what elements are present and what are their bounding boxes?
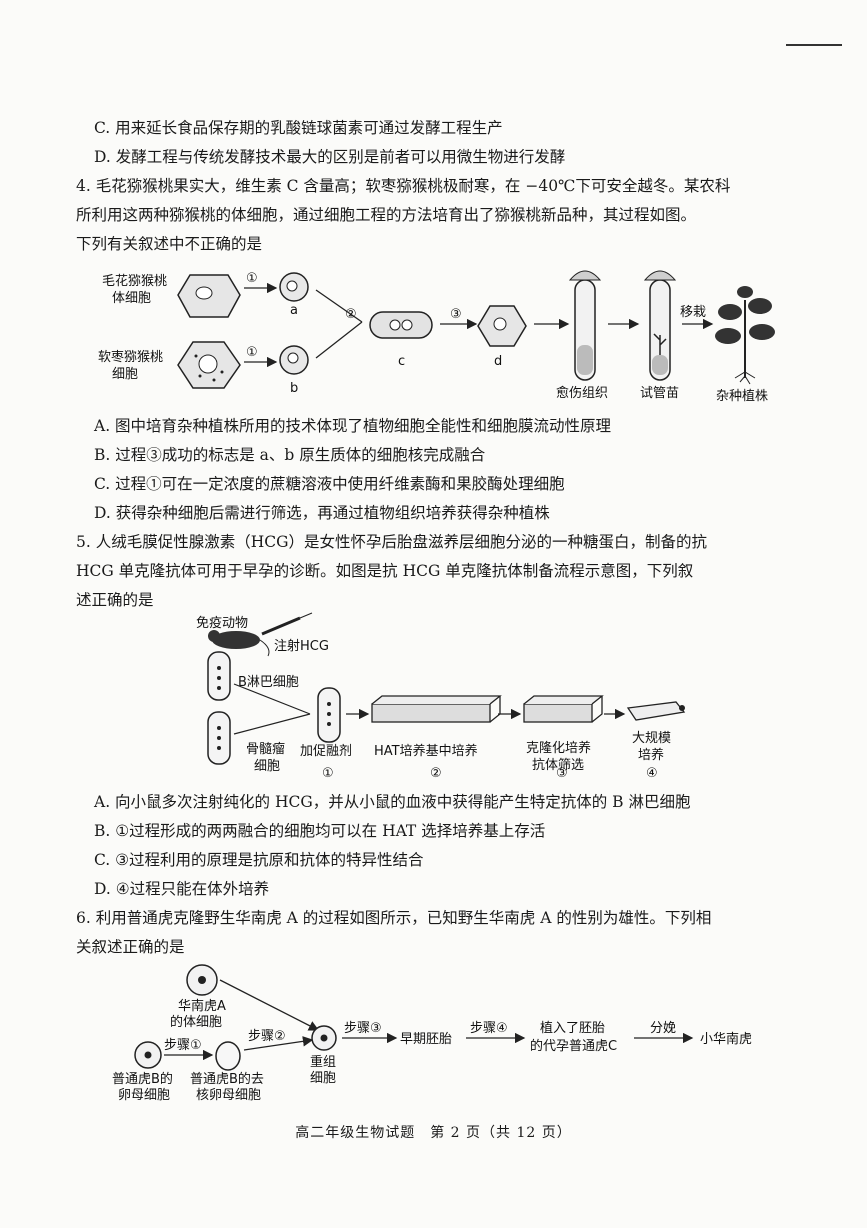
- q6-embryo-label: 早期胚胎: [400, 1032, 452, 1047]
- q4-cell2-label-1: 软枣猕猴桃: [98, 350, 163, 365]
- q6-step4: 步骤④: [470, 1021, 508, 1036]
- q4-label-d: d: [494, 354, 502, 369]
- q5-step1: ①: [322, 766, 334, 781]
- q5-option-a: A. 向小鼠多次注射纯化的 HCG，并从小鼠的血液中获得能产生特定抗体的 B 淋…: [94, 793, 691, 811]
- q4-option-a: A. 图中培育杂种植株所用的技术体现了植物细胞全能性和细胞膜流动性原理: [94, 417, 612, 435]
- q6-birth-label: 分娩: [650, 1021, 676, 1036]
- q4-label-a: a: [290, 303, 298, 318]
- q4-fused-cell-c: [369, 311, 433, 339]
- q3-option-c: C. 用来延长食品保存期的乳酸链球菌素可通过发酵工程生产: [94, 119, 503, 137]
- q4-option-d: D. 获得杂种细胞后需进行筛选，再通过植物组织培养获得杂种植株: [94, 504, 550, 522]
- q6-enucleated-label-1: 普通虎B的去: [190, 1071, 264, 1087]
- q5-culture-bag: [626, 701, 686, 721]
- q4-step2: ②: [345, 307, 357, 322]
- q4-seedling-label: 试管苗: [640, 386, 679, 401]
- q5-step2: ②: [430, 766, 442, 781]
- q3-option-d: D. 发酵工程与传统发酵技术最大的区别是前者可以用微生物进行发酵: [94, 148, 566, 166]
- page-footer: 高二年级生物试题 第 2 页（共 12 页）: [295, 1125, 572, 1141]
- q5-fusion-label: 加促融剂: [300, 744, 352, 759]
- q6-step1: 步骤①: [164, 1038, 202, 1053]
- q4-option-c: C. 过程①可在一定浓度的蔗糖溶液中使用纤维素酶和果胶酶处理细胞: [94, 475, 565, 493]
- q5-inject-label: 注射HCG: [274, 638, 329, 654]
- q6-stem-line1: 6. 利用普通虎克隆野生华南虎 A 的过程如图所示，已知野生华南虎 A 的性别为…: [76, 909, 712, 927]
- q5-syringe-icon: [261, 612, 313, 636]
- q6-enucleated-oocyte: [215, 1041, 241, 1071]
- q5-hat-label: HAT培养基中培养: [374, 743, 478, 759]
- q5-option-c: C. ③过程利用的原理是抗原和抗体的特异性结合: [94, 851, 424, 869]
- q4-stem-line3: 下列有关叙述中不正确的是: [76, 235, 263, 253]
- q5-option-b: B. ①过程形成的两两融合的细胞均可以在 HAT 选择培养基上存活: [94, 822, 546, 840]
- q6-tigerA-label-2: 的体细胞: [170, 1014, 222, 1030]
- q6-cub-label: 小华南虎: [700, 1031, 752, 1047]
- q5-clone-label-2: 抗体筛选: [532, 758, 584, 773]
- q6-step3: 步骤③: [344, 1021, 382, 1036]
- q6-tigerA-label-1: 华南虎A: [178, 998, 226, 1014]
- q5-step3: ③: [556, 766, 568, 781]
- q6-tigerB-label-1: 普通虎B的: [112, 1071, 173, 1087]
- q5-option-d: D. ④过程只能在体外培养: [94, 880, 270, 898]
- q6-recombined-label-2: 细胞: [310, 1071, 336, 1086]
- q4-transplant-label: 移栽: [680, 304, 706, 320]
- q5-myeloma-label-2: 细胞: [254, 759, 280, 774]
- header-rule: [786, 44, 842, 46]
- q6-stem-line2: 关叙述正确的是: [76, 938, 185, 956]
- q5-clone-label-1: 克隆化培养: [526, 740, 591, 756]
- q4-stem-line1: 4. 毛花猕猴桃果实大，维生素 C 含量高；软枣猕猴桃极耐寒，在 −40℃下可安…: [76, 177, 731, 195]
- q5-step4: ④: [646, 766, 658, 781]
- q4-callus-label: 愈伤组织: [556, 386, 608, 401]
- q5-scale-label-2: 培养: [638, 747, 664, 763]
- q5-myeloma-label-1: 骨髓瘤: [246, 741, 285, 757]
- q4-hybrid-plant-icon: [715, 286, 775, 385]
- q4-cell1-nucleus: [195, 286, 213, 300]
- q4-cell1-label-1: 毛花猕猴桃: [102, 273, 167, 289]
- q6-surrogate-label-1: 植入了胚胎: [540, 1021, 605, 1036]
- q4-step1-upper: ①: [246, 271, 258, 286]
- q4-stem-line2: 所利用这两种猕猴桃的体细胞，通过细胞工程的方法培育出了猕猴桃新品种，其过程如图。: [76, 206, 697, 224]
- q6-surrogate-label-2: 的代孕普通虎C: [530, 1038, 617, 1054]
- q5-bcell-label: B淋巴细胞: [238, 675, 299, 690]
- q6-recombined-label-1: 重组: [310, 1054, 336, 1070]
- q6-step2: 步骤②: [248, 1029, 286, 1044]
- q4-plant-label: 杂种植株: [716, 389, 768, 404]
- q5-clone-plate: [523, 695, 604, 723]
- q5-hat-plate: [371, 695, 502, 723]
- q6-tigerB-label-2: 卵母细胞: [118, 1088, 170, 1103]
- q4-step3: ③: [450, 307, 462, 322]
- q5-stem-line3: 述正确的是: [76, 591, 154, 609]
- q5-stem-line1: 5. 人绒毛膜促性腺激素（HCG）是女性怀孕后胎盘滋养层细胞分泌的一种糖蛋白，制…: [76, 533, 707, 551]
- q4-step1-lower: ①: [246, 345, 258, 360]
- q5-stem-line2: HCG 单克隆抗体可用于早孕的诊断。如图是抗 HCG 单克隆抗体制备流程示意图，…: [76, 562, 694, 580]
- q4-cell1-label-2: 体细胞: [112, 291, 151, 306]
- q4-option-b: B. 过程③成功的标志是 a、b 原生质体的细胞核完成融合: [94, 446, 486, 464]
- q4-label-c: c: [398, 354, 405, 369]
- q5-mouse-icon: [208, 630, 270, 657]
- q5-animal-label: 免疫动物: [196, 615, 248, 631]
- q6-enucleated-label-2: 核卵母细胞: [196, 1088, 261, 1103]
- q4-label-b: b: [290, 381, 298, 396]
- q5-scale-label-1: 大规模: [632, 731, 671, 746]
- q4-cell2-label-2: 细胞: [112, 367, 138, 382]
